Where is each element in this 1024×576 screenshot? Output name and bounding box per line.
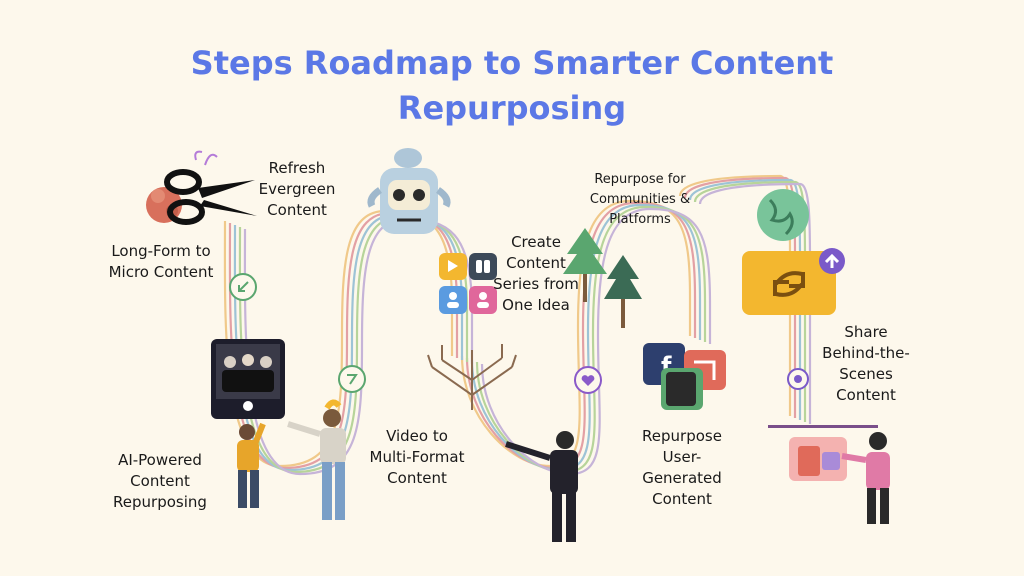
robot-icon (367, 148, 451, 234)
step-label-line: Video to (386, 427, 448, 445)
scissors-icon (146, 150, 257, 225)
person-figure-1 (237, 422, 266, 508)
step-label-line: Repurpose (642, 427, 722, 445)
step-label-line: Platforms (609, 212, 671, 227)
step-label-line: Content (267, 201, 327, 219)
step-label-line: One Idea (502, 296, 570, 314)
step-label-line: Behind-the- (822, 344, 910, 362)
step-label-line: Multi-Format (369, 448, 465, 466)
person-figure-2 (287, 399, 346, 520)
step-label-line: Generated (642, 469, 722, 487)
page-title: Steps Roadmap to Smarter Content (190, 44, 834, 82)
step-label-line: Refresh (268, 159, 326, 177)
step-label-line: Communities & (589, 192, 691, 207)
step-label-line: Content (387, 469, 447, 487)
step-label-line: Long-Form to (111, 242, 211, 260)
app-grid-icon (439, 253, 497, 314)
step-label-line: Content (506, 254, 566, 272)
step-label-line: User- (662, 448, 702, 466)
person-figure-3 (505, 431, 578, 542)
step-label-line: Content (130, 472, 190, 490)
step-label-line: Scenes (839, 365, 893, 383)
social-media-cards-icon: f (643, 343, 726, 410)
upload-arrow-icon (819, 248, 845, 274)
photo-frame-icon (211, 339, 285, 419)
svg-text:f: f (661, 352, 672, 380)
tree-icon (563, 228, 642, 328)
refresh-sync-icon (742, 251, 836, 315)
step-label-line: AI-Powered (118, 451, 202, 469)
road-marker-1[interactable] (229, 273, 257, 301)
step-label-line: Evergreen (258, 180, 336, 198)
step-label-long-form: Long-Form to Micro Content (100, 241, 222, 283)
person-figure-4 (841, 432, 890, 524)
step-label-line: Micro Content (108, 263, 214, 281)
presentation-board-icon (768, 425, 878, 481)
step-label-line: Series from (493, 275, 579, 293)
step-label-line: Content (652, 490, 712, 508)
road-marker-4[interactable] (787, 368, 809, 390)
plant-globe-icon (757, 189, 809, 241)
road-marker-3[interactable] (574, 366, 602, 394)
step-label-line: Share (844, 323, 888, 341)
branch-icon (427, 344, 517, 410)
step-label-line: Create (511, 233, 561, 251)
step-label-line: Repurpose for (594, 172, 686, 187)
step-label-line: Content (836, 386, 896, 404)
page-title-line-2: Repurposing (397, 89, 627, 127)
step-label-line: Repurposing (113, 493, 207, 511)
road-marker-2[interactable] (338, 365, 366, 393)
